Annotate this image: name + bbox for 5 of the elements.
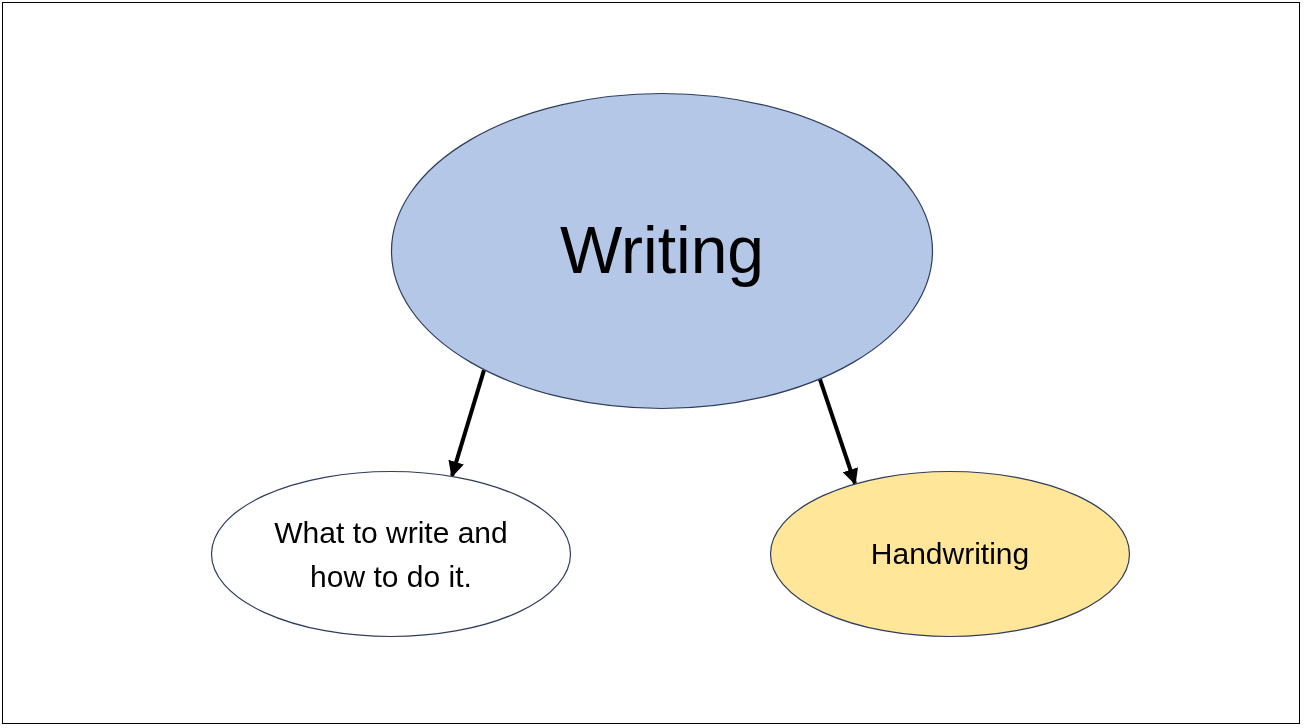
node-label: What to write and how to do it. — [273, 514, 509, 594]
node-label: Handwriting — [869, 536, 1031, 573]
arrow — [818, 378, 858, 485]
arrow — [448, 369, 486, 478]
node-label: Writing — [558, 212, 766, 290]
